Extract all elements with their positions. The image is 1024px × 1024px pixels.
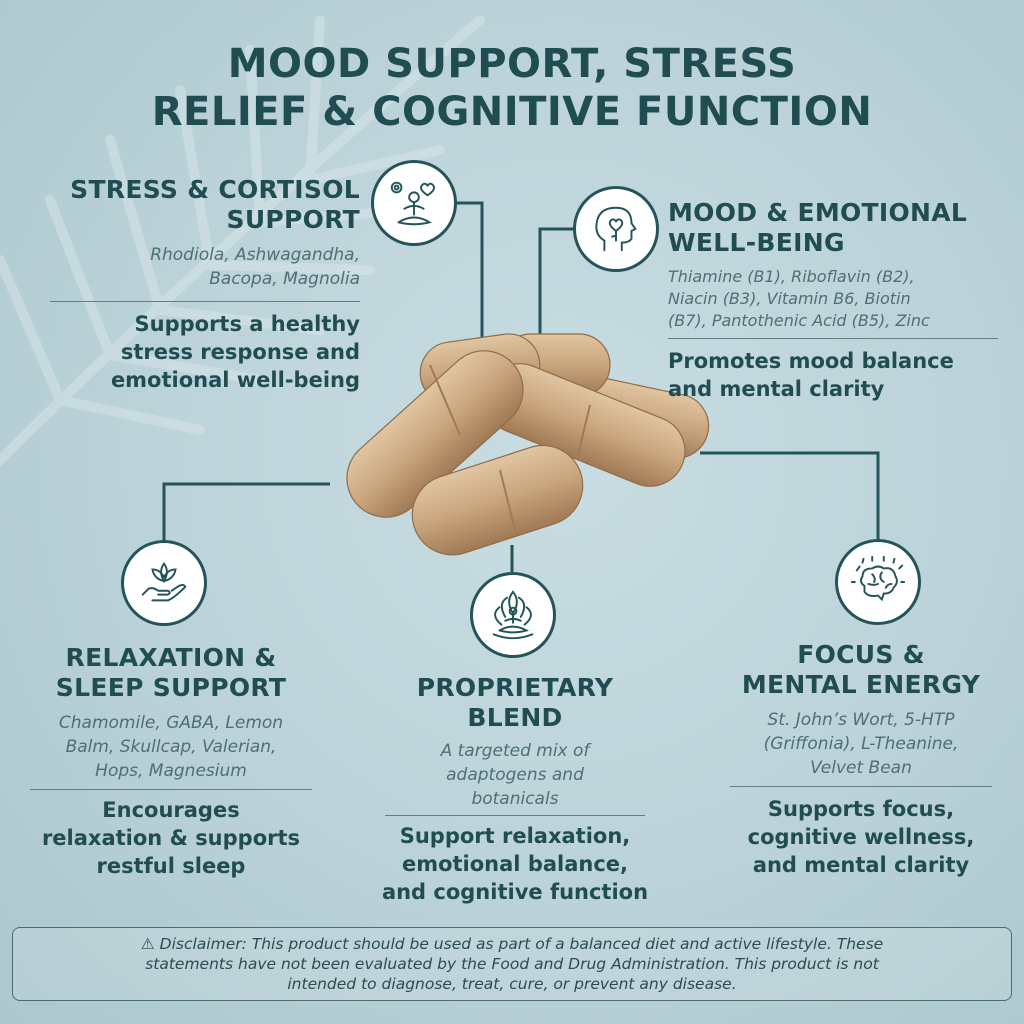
palm-frond-shadow — [0, 15, 485, 468]
heading-line: WELL-BEING — [668, 228, 845, 257]
page-title: MOOD SUPPORT, STRESS RELIEF & COGNITIVE … — [0, 40, 1024, 136]
benefit-line: cognitive wellness, — [747, 825, 975, 849]
ingredients: Chamomile, GABA, Lemon Balm, Skullcap, V… — [10, 711, 332, 783]
benefit-line: Promotes mood balance — [668, 349, 954, 373]
title-line-1: MOOD SUPPORT, STRESS — [227, 41, 797, 87]
section-proprietary-blend: PROPRIETARY BLEND A targeted mix of adap… — [355, 673, 675, 906]
heading-line: MENTAL ENERGY — [741, 670, 981, 699]
heading-line: STRESS & CORTISOL — [70, 175, 360, 204]
meditation-gear-heart-icon — [371, 160, 457, 246]
divider — [385, 815, 645, 816]
disclaimer-line: ⚠ Disclaimer: This product should be use… — [33, 934, 991, 954]
heading-line: BLEND — [467, 703, 563, 732]
section-focus-mental-energy: FOCUS & MENTAL ENERGY St. John’s Wort, 5… — [710, 640, 1012, 879]
benefit-line: Encourages — [102, 798, 240, 822]
ingredient-line: Niacin (B3), Vitamin B6, Biotin — [668, 289, 911, 308]
ingredient-line: Chamomile, GABA, Lemon — [58, 713, 284, 733]
ingredients: A targeted mix of adaptogens and botanic… — [355, 739, 675, 811]
ingredient-line: adaptogens and — [446, 765, 584, 785]
benefit-line: emotional balance, — [401, 852, 629, 876]
section-heading: FOCUS & MENTAL ENERGY — [710, 640, 1012, 700]
connector-stress — [456, 201, 484, 350]
ingredient-line: A targeted mix of — [440, 741, 590, 761]
benefit-line: and mental clarity — [752, 853, 970, 877]
ingredient-line: Balm, Skullcap, Valerian, — [65, 737, 277, 757]
warning-icon: ⚠ — [140, 935, 155, 953]
disclaimer-line: intended to diagnose, treat, cure, or pr… — [287, 975, 737, 993]
benefit: Supports a healthy stress response and e… — [20, 310, 360, 394]
ingredient-line: Thiamine (B1), Riboflavin (B2), — [668, 267, 915, 286]
benefit: Supports focus, cognitive wellness, and … — [710, 795, 1012, 879]
capsule-pile-image — [346, 333, 710, 556]
connector-focus — [700, 451, 880, 543]
disclaimer-line: statements have not been evaluated by th… — [145, 955, 879, 973]
ingredient-line: botanicals — [471, 789, 559, 809]
head-heart-icon — [573, 186, 659, 272]
section-relaxation-sleep: RELAXATION & SLEEP SUPPORT Chamomile, GA… — [10, 643, 332, 880]
heading-line: SUPPORT — [226, 205, 360, 234]
benefit-line: Supports a healthy — [134, 312, 361, 336]
benefit-line: and cognitive function — [381, 880, 649, 904]
divider — [730, 786, 992, 787]
ingredient-line: (B7), Pantothenic Acid (B5), Zinc — [668, 311, 930, 330]
ingredient-line: Bacopa, Magnolia — [209, 269, 360, 289]
section-mood-emotional: MOOD & EMOTIONAL WELL-BEING Thiamine (B1… — [668, 198, 1018, 403]
ingredient-line: Velvet Bean — [810, 758, 912, 778]
ingredient-line: Rhodiola, Ashwagandha, — [150, 245, 360, 265]
connector-relax — [162, 482, 330, 555]
heading-line: PROPRIETARY — [416, 673, 614, 702]
lotus-meditation-icon — [470, 572, 556, 658]
benefit-line: restful sleep — [96, 854, 246, 878]
benefit-line: Supports focus, — [767, 797, 955, 821]
disclaimer-box: ⚠ Disclaimer: This product should be use… — [12, 927, 1012, 1001]
section-stress-cortisol: STRESS & CORTISOL SUPPORT Rhodiola, Ashw… — [20, 175, 360, 394]
ingredients: Thiamine (B1), Riboflavin (B2), Niacin (… — [668, 266, 1018, 332]
divider — [50, 301, 360, 302]
ingredients: Rhodiola, Ashwagandha, Bacopa, Magnolia — [20, 243, 360, 291]
ingredients: St. John’s Wort, 5-HTP (Griffonia), L-Th… — [710, 708, 1012, 780]
heading-line: MOOD & EMOTIONAL — [668, 198, 968, 227]
ingredient-line: (Griffonia), L-Theanine, — [763, 734, 959, 754]
benefit-line: Support relaxation, — [399, 824, 631, 848]
ingredient-line: St. John’s Wort, 5-HTP — [767, 710, 955, 730]
section-heading: MOOD & EMOTIONAL WELL-BEING — [668, 198, 1018, 258]
section-heading: PROPRIETARY BLEND — [355, 673, 675, 733]
divider — [668, 338, 998, 339]
lotus-hand-icon — [121, 540, 207, 626]
heading-line: FOCUS & — [797, 640, 925, 669]
title-line-2: RELIEF & COGNITIVE FUNCTION — [151, 89, 873, 135]
benefit: Support relaxation, emotional balance, a… — [355, 822, 675, 906]
benefit-line: emotional well-being — [110, 368, 360, 392]
benefit: Promotes mood balance and mental clarity — [668, 347, 1018, 403]
section-heading: RELAXATION & SLEEP SUPPORT — [10, 643, 332, 703]
connector-mood — [538, 227, 578, 345]
brain-energy-icon — [835, 539, 921, 625]
benefit-line: relaxation & supports — [41, 826, 301, 850]
benefit-line: stress response and — [120, 340, 360, 364]
benefit-line: and mental clarity — [668, 377, 885, 401]
heading-line: RELAXATION & — [65, 643, 277, 672]
benefit: Encourages relaxation & supports restful… — [10, 796, 332, 880]
disclaimer-text: Disclaimer: This product should be used … — [159, 935, 884, 953]
heading-line: SLEEP SUPPORT — [55, 673, 287, 702]
ingredient-line: Hops, Magnesium — [95, 761, 247, 781]
section-heading: STRESS & CORTISOL SUPPORT — [20, 175, 360, 235]
divider — [30, 789, 312, 790]
